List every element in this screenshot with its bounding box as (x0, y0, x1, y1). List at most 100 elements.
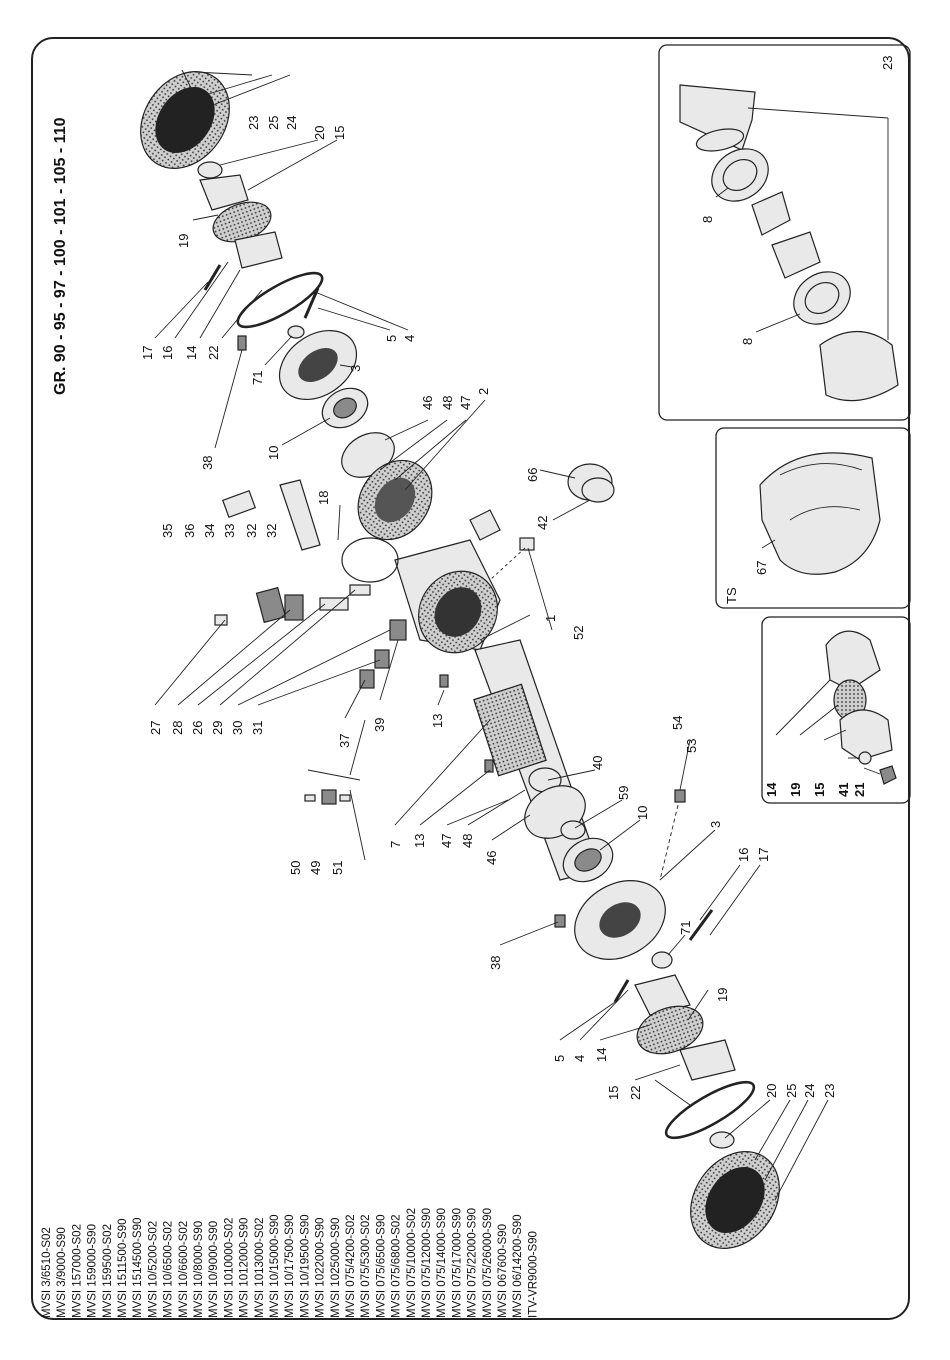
callout-48-top: 48 (440, 396, 455, 410)
terminal-board (214, 489, 407, 689)
model-item: MVSI 075/10000-S02 (406, 1208, 418, 1318)
callout-21: 21 (852, 783, 867, 797)
model-item: MVSI 075/17000-S90 (451, 1208, 463, 1318)
callout-48-bot: 48 (460, 834, 475, 848)
callout-17-bot: 17 (756, 848, 771, 862)
model-item: MVSI 075/22000-S90 (467, 1208, 479, 1318)
callout-16-bot: 16 (736, 848, 751, 862)
model-item: MVSI 075/12000-S90 (421, 1208, 433, 1318)
callout-14-bot: 14 (594, 1048, 609, 1062)
model-item: MVSI 1511500-S90 (117, 1218, 129, 1318)
callout-71-top: 71 (250, 371, 265, 385)
callout-29: 29 (210, 721, 225, 735)
callout-51: 51 (330, 861, 345, 875)
callout-19-top: 19 (176, 234, 191, 248)
callout-16-top: 16 (160, 346, 175, 360)
callout-20-top: 20 (312, 126, 327, 140)
motor-housing (394, 463, 615, 654)
callout-8-inset-a: 8 (700, 216, 715, 223)
callout-19-bot: 19 (715, 988, 730, 1002)
model-item: MVSI 1022000-S90 (315, 1218, 327, 1318)
callout-66: 66 (525, 468, 540, 482)
inset-coupling-parts (679, 84, 899, 402)
model-item: MVSI 159500-S02 (102, 1224, 114, 1318)
callout-46-top: 46 (420, 396, 435, 410)
model-item: MVSI 075/26000-S90 (482, 1208, 494, 1318)
callout-8-inset-b: 8 (740, 338, 755, 345)
callout-37: 37 (337, 734, 352, 748)
callout-54: 54 (670, 716, 685, 730)
callout-41: 41 (836, 783, 851, 797)
callout-38-top: 38 (200, 456, 215, 470)
callout-7: 7 (388, 841, 403, 848)
model-item: MVSI 1012000-S90 (239, 1218, 251, 1318)
callout-4-top: 4 (402, 335, 417, 342)
callout-1: 1 (543, 615, 558, 622)
callout-22-top: 22 (206, 346, 221, 360)
callout-34: 34 (202, 524, 217, 538)
model-item: MVSI 10/5200-S02 (147, 1221, 159, 1318)
callout-10-bot: 10 (635, 806, 650, 820)
callout-23-inset: 23 (880, 56, 895, 70)
model-item: MVSI 1025000-S90 (330, 1218, 342, 1318)
callout-19-detail: 19 (788, 783, 803, 797)
callout-42: 42 (535, 516, 550, 530)
model-item: MVSI 1010000-S02 (223, 1218, 235, 1318)
callout-31: 31 (250, 721, 265, 735)
callout-25-bot: 25 (784, 1084, 799, 1098)
callout-25-top: 25 (266, 116, 281, 130)
model-item: MVSI 1514500-S90 (132, 1218, 144, 1318)
callout-39: 39 (372, 718, 387, 732)
model-item: MVSI 06/14200-S90 (512, 1214, 524, 1318)
callout-14-top: 14 (184, 346, 199, 360)
model-item: MVSI 075/4200-S02 (345, 1214, 357, 1318)
inset-coupling-box (658, 44, 911, 421)
callout-17-top: 17 (140, 346, 155, 360)
inset-ts-cover (759, 452, 881, 575)
model-item: MVSI 075/6800-S02 (391, 1214, 403, 1318)
callout-13-a: 13 (430, 714, 445, 728)
callout-22-bot: 22 (628, 1086, 643, 1100)
callout-49: 49 (308, 861, 323, 875)
callout-24-bot: 24 (802, 1084, 817, 1098)
callout-32-a: 32 (244, 524, 259, 538)
model-item: MVSI 10/15000-S90 (269, 1214, 281, 1318)
callout-71-bot: 71 (678, 921, 693, 935)
model-item: MVSI 10/9000-S90 (208, 1221, 220, 1318)
model-item: MVSI 10/6500-S02 (163, 1221, 175, 1318)
callout-36: 36 (182, 524, 197, 538)
callout-23-top: 23 (246, 116, 261, 130)
callout-5-bot: 5 (552, 1055, 567, 1062)
callout-13-b: 13 (412, 834, 427, 848)
callout-4-bot: 4 (572, 1055, 587, 1062)
model-item: MVSI 10/6600-S02 (178, 1221, 190, 1318)
callout-15-detail: 15 (812, 783, 827, 797)
callout-28: 28 (170, 721, 185, 735)
top-end-assembly (140, 69, 433, 551)
model-item: MVSI 1013000-S02 (254, 1218, 266, 1318)
model-item: MVSI 075/6500-S90 (375, 1214, 387, 1318)
ts-label: TS (724, 587, 739, 604)
callout-23-bot: 23 (822, 1084, 837, 1098)
diagram-title: GR. 90 - 95 - 97 - 100 - 101 - 105 - 110 (52, 117, 69, 395)
model-item: MVSI 3/6510-S02 (41, 1227, 53, 1318)
model-item: MVSI 10/17500-S90 (284, 1214, 296, 1318)
callout-5-top: 5 (384, 335, 399, 342)
callout-26: 26 (190, 721, 205, 735)
callout-20-bot: 20 (764, 1084, 779, 1098)
callout-2: 2 (476, 388, 491, 395)
inset-ts-box (715, 427, 911, 609)
callout-50: 50 (288, 861, 303, 875)
callout-15-bot: 15 (606, 1086, 621, 1100)
callout-47-bot: 47 (439, 834, 454, 848)
callout-33: 33 (222, 524, 237, 538)
callout-30: 30 (230, 721, 245, 735)
model-item: MVSI 075/14000-S90 (436, 1208, 448, 1318)
callout-35: 35 (160, 524, 175, 538)
inset-coupling-detail (825, 630, 897, 785)
model-item: MVSI 075/5300-S02 (360, 1214, 372, 1318)
callout-40: 40 (590, 756, 605, 770)
callout-53: 53 (684, 739, 699, 753)
leader-lines (154, 71, 829, 1201)
